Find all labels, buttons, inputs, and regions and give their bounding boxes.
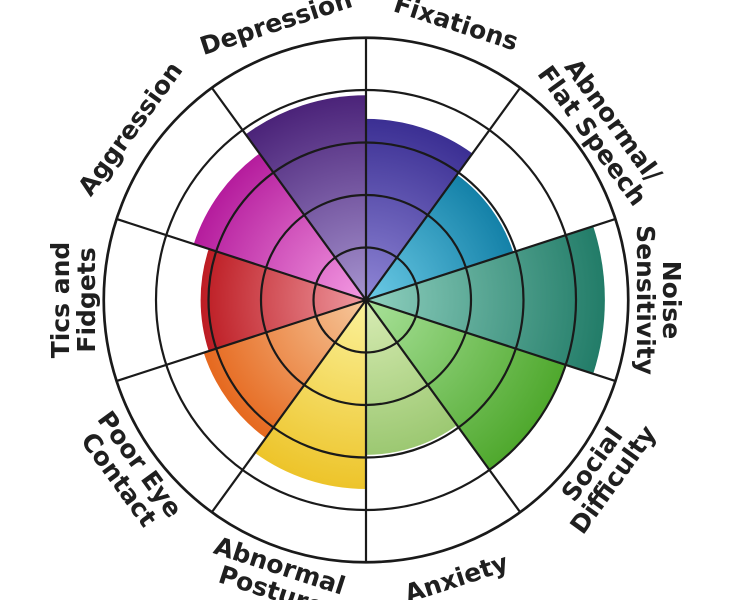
spoke-2 <box>365 87 521 301</box>
category-label-line: Sensitivity <box>631 225 660 375</box>
wedge-layer <box>193 95 605 489</box>
spoke-7 <box>211 299 367 513</box>
wedge-social-difficulty <box>366 300 566 470</box>
spoke-4 <box>365 298 616 383</box>
category-label-line: Fidgets <box>72 247 101 352</box>
category-label-aggression: Aggression <box>72 56 188 201</box>
wedge-abnormal-posture <box>254 300 366 489</box>
category-label-noise-sensitivity: NoiseSensitivity <box>631 225 686 375</box>
category-label-line: Tics and <box>46 242 75 359</box>
category-label-depression: Depression <box>196 0 355 61</box>
category-label-fixations: Fixations <box>390 0 522 56</box>
spoke-8 <box>116 298 367 383</box>
spoke-10 <box>211 87 367 301</box>
wedge-noise-sensitivity <box>366 226 605 374</box>
category-label-tics-and-fidgets: Tics andFidgets <box>46 242 101 359</box>
category-label-line: Noise <box>657 261 686 340</box>
category-label-line: Fixations <box>390 0 522 56</box>
wedge-aggression <box>193 153 366 300</box>
spoke-5 <box>365 299 521 513</box>
category-label-poor-eye-contact: Poor EyeContact <box>71 406 188 539</box>
category-label-social-difficulty: SocialDifficulty <box>543 405 662 540</box>
category-label-anxiety: Anxiety <box>401 548 512 600</box>
grid-layer <box>102 36 630 564</box>
category-label-line: Anxiety <box>401 548 512 600</box>
spoke-3 <box>365 217 616 302</box>
wedge-tics-and-fidgets <box>200 248 366 352</box>
category-label-abnormal-posture: AbnormalPosture <box>202 531 348 600</box>
category-label-line: Depression <box>196 0 355 61</box>
wedge-abnormal-flat-speech <box>366 174 514 300</box>
spoke-9 <box>116 217 367 302</box>
wedge-anxiety <box>366 300 458 455</box>
category-label-line: Aggression <box>72 56 188 201</box>
